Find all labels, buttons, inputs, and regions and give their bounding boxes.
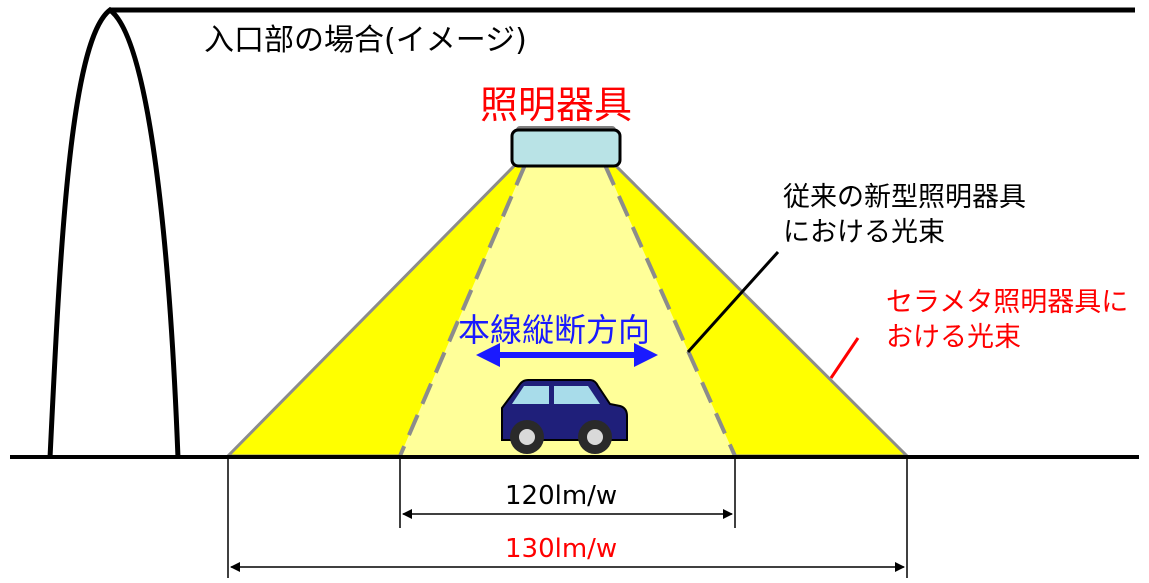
ceramic-beam-label: セラメタ照明器具に おける光束: [886, 285, 1128, 355]
ceramic-beam-label-line2: おける光束: [886, 322, 1021, 354]
ceramic-beam-label-line1: セラメタ照明器具に: [886, 287, 1129, 318]
dimension-outer: [227, 458, 908, 578]
direction-label: 本線縦断方向: [458, 311, 651, 349]
inner-beam-edge-right: [603, 164, 737, 457]
inner-beam-edge-left: [398, 164, 527, 457]
ceramic-leader-line: [829, 337, 860, 379]
conventional-beam-label-line1: 従来の新型照明器具: [783, 182, 1026, 213]
inner-light-beam: [400, 165, 735, 456]
inner-dimension-value: 120lm/w: [505, 481, 618, 511]
conventional-beam-label-line2: における光束: [783, 217, 945, 249]
light-fixture-icon: [510, 126, 622, 168]
double-arrow-icon: [476, 343, 658, 367]
tunnel-portal-icon: [47, 6, 1135, 459]
dimension-inner: [399, 458, 736, 528]
conventional-beam-label: 従来の新型照明器具 における光束: [783, 180, 1026, 250]
conventional-leader-line: [686, 250, 780, 354]
diagram-title: 入口部の場合(イメージ): [204, 23, 527, 58]
outer-dimension-value: 130lm/w: [505, 534, 618, 564]
fixture-label: 照明器具: [480, 83, 633, 127]
car-icon: [501, 379, 628, 454]
